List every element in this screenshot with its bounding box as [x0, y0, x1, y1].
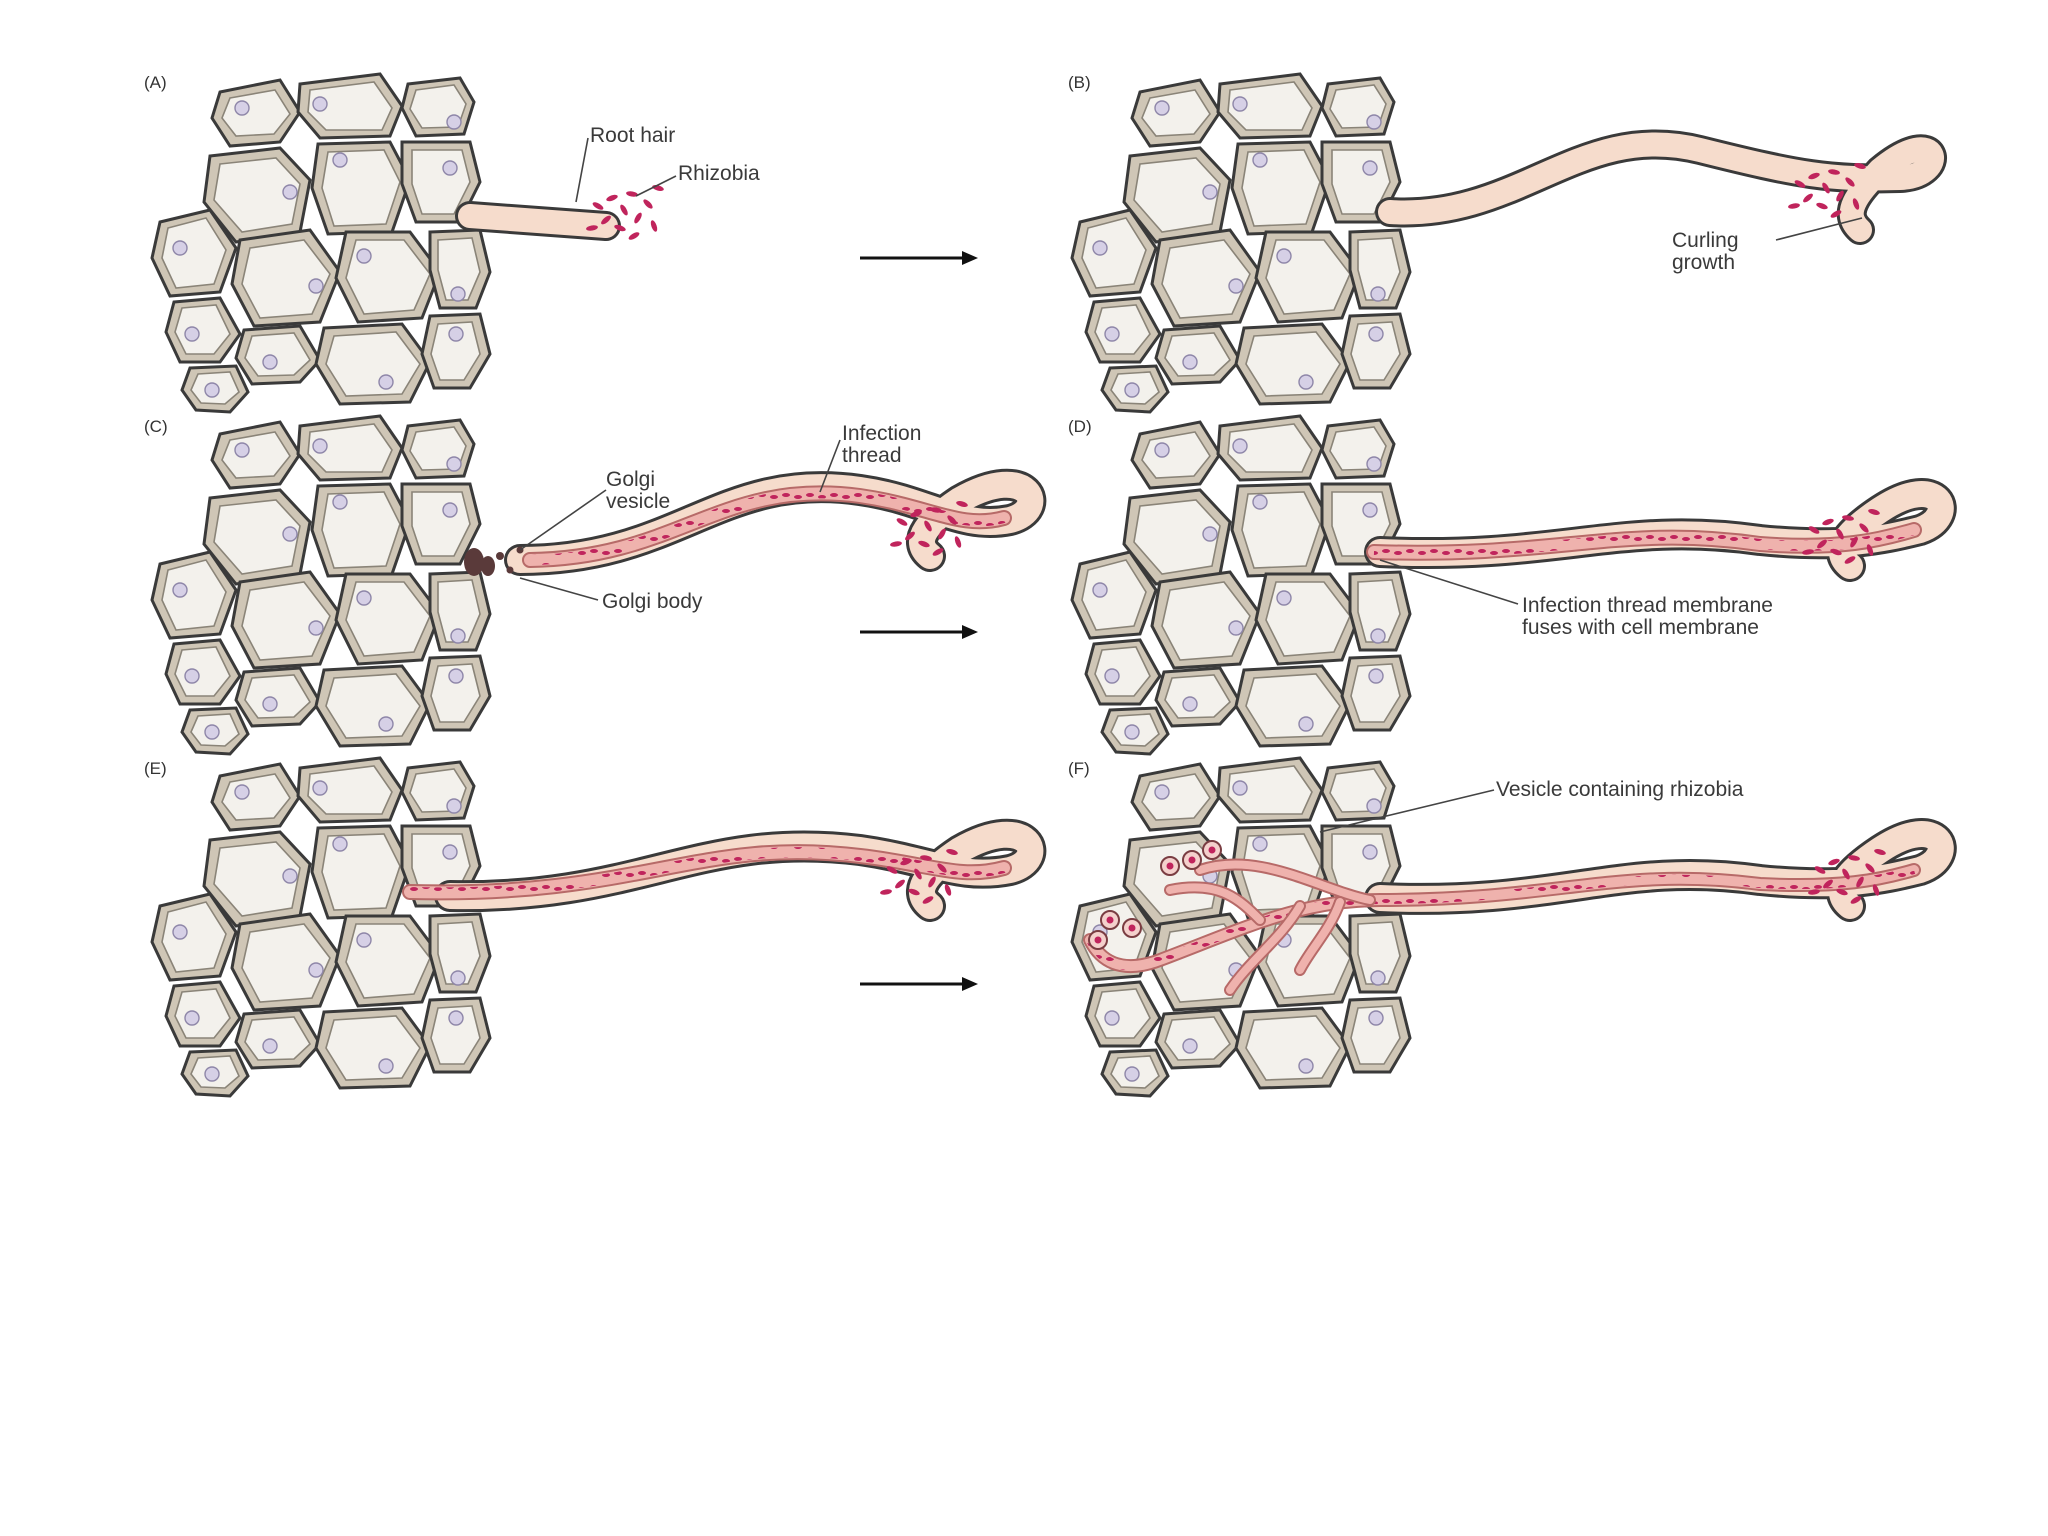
- label-golgi-vesicle-1: Golgi: [606, 468, 655, 491]
- panel-d: (D) Infection thread membrane fuses with…: [1068, 414, 1957, 756]
- label-golgi-vesicle-2: vesicle: [606, 490, 670, 513]
- panel-letter-f: (F): [1068, 759, 1090, 778]
- panel-letter-e: (E): [144, 759, 167, 778]
- branched-infection-threads: [1083, 858, 1921, 996]
- cortex-cells-a: [150, 72, 492, 414]
- panel-e: (E): [144, 756, 1047, 1098]
- label-fuses-1: Infection thread membrane: [1522, 594, 1773, 617]
- label-curling-2: growth: [1672, 251, 1735, 274]
- panel-c: (C) Infection thread Golgi vesicle Golgi…: [144, 414, 1047, 756]
- label-infection-thread-1: Infection: [842, 422, 921, 445]
- arrow-c-to-d: [860, 625, 978, 639]
- cortex-cells-e: [150, 756, 492, 1098]
- panel-letter-c: (C): [144, 417, 168, 436]
- label-infection-thread-2: thread: [842, 444, 902, 467]
- arrow-a-to-b: [860, 251, 978, 265]
- label-vesicle-rhizobia: Vesicle containing rhizobia: [1496, 778, 1744, 801]
- panel-letter-a: (A): [144, 73, 167, 92]
- panel-letter-d: (D): [1068, 417, 1092, 436]
- label-curling-1: Curling: [1672, 229, 1739, 252]
- panel-f: (F): [1068, 756, 1957, 1098]
- label-rhizobia: Rhizobia: [678, 162, 760, 185]
- panel-a: (A) Root hair Rhizobia: [144, 72, 760, 414]
- panel-b: (B) Curling growth: [1068, 72, 1947, 414]
- panel-letter-b: (B): [1068, 73, 1091, 92]
- label-root-hair: Root hair: [590, 124, 675, 147]
- cortex-cells-b: [1070, 72, 1412, 414]
- cortex-cells-c: [150, 414, 492, 756]
- cortex-cells-d: [1070, 414, 1412, 756]
- label-fuses-2: fuses with cell membrane: [1522, 616, 1759, 639]
- label-golgi-body: Golgi body: [602, 590, 703, 613]
- arrow-e-to-f: [860, 977, 978, 991]
- rhizobia-vesicles: [1088, 840, 1222, 950]
